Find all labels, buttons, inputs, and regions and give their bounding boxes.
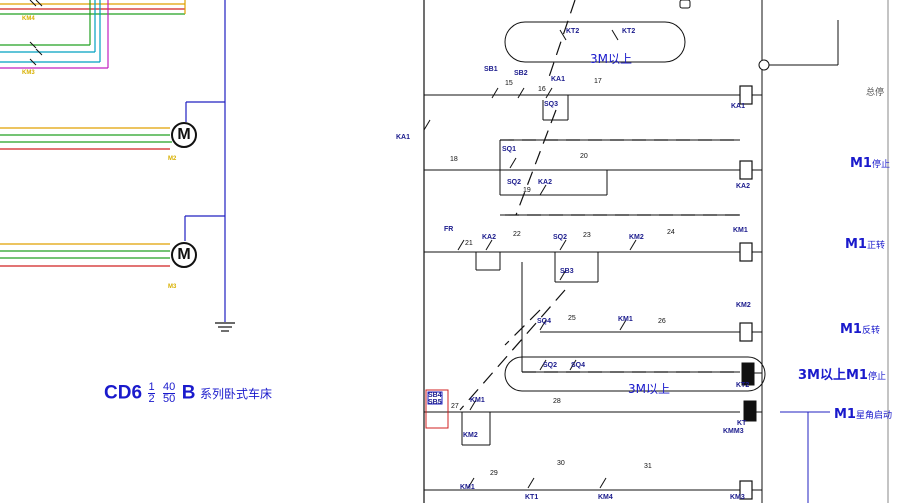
tag-kt2-coil: KT2 (736, 382, 750, 389)
wire-29: 29 (490, 470, 498, 477)
tag-sb5: SB5 (428, 399, 442, 406)
tag-kmm3: KMM3 (723, 428, 744, 435)
wire-20: 20 (580, 153, 588, 160)
tag-sb4: SB4 (428, 392, 442, 399)
wire-15: 15 (505, 80, 513, 87)
wire-26: 26 (658, 318, 666, 325)
tag-km1-c: KM1 (470, 397, 485, 404)
tag-sb2: SB2 (514, 70, 528, 77)
timer-coils (741, 362, 757, 422)
wire-17: 17 (594, 78, 602, 85)
feeder-lines-top (0, 0, 186, 69)
tag-ka1-left: KA1 (396, 134, 411, 141)
tag-kt2-left: KT2 (566, 28, 580, 35)
wire-28: 28 (553, 398, 561, 405)
wire-19: 19 (523, 187, 531, 194)
tag-kt-coil: KT (737, 420, 747, 427)
tag-km4: KM4 (598, 494, 613, 501)
tag-ka1-top: KA1 (551, 76, 566, 83)
tag-ka2-b: KA2 (482, 234, 497, 241)
wire-21: 21 (465, 240, 473, 247)
coils (739, 85, 753, 500)
rungs (424, 94, 762, 491)
tag-km2-a: KM2 (629, 234, 644, 241)
tag-km2-coil: KM2 (736, 302, 751, 309)
ground-bus (184, 0, 226, 322)
wire-22: 22 (513, 231, 521, 238)
wire-16: 16 (538, 86, 546, 93)
wire-18: 18 (450, 156, 458, 163)
motor-m2-symbol: M (171, 122, 197, 148)
title-series: B (181, 382, 196, 404)
func-total-stop: 总停 (866, 88, 885, 98)
motor-m3-symbol: M (171, 242, 197, 268)
contact-marks-left (29, 0, 43, 66)
timer-label-top: 3M以上 (590, 52, 632, 66)
wire-27: 27 (451, 403, 459, 410)
tag-sb1: SB1 (484, 66, 498, 73)
wire-31: 31 (644, 463, 652, 470)
tag-km1-coil: KM1 (733, 227, 748, 234)
func-m1-stop: M1停止 (850, 156, 890, 171)
tag-kt2-right: KT2 (622, 28, 636, 35)
thermal-relay-box (425, 389, 449, 429)
label-km4: KM4 (22, 16, 35, 22)
tag-ka1-coil: KA1 (731, 103, 746, 110)
timer-enclosures (504, 0, 766, 392)
motor-m2-wires (0, 127, 172, 150)
wire-30: 30 (557, 460, 565, 467)
func-m1-reverse: M1反转 (840, 322, 880, 337)
tag-kt1: KT1 (525, 494, 539, 501)
tag-ka2-contact: KA2 (538, 179, 553, 186)
tag-ka2-coil: KA2 (736, 183, 751, 190)
motor-m2-label: M2 (168, 156, 177, 162)
wire-23: 23 (583, 232, 591, 239)
ground-symbol (215, 322, 235, 332)
func-m1-star-delta: M1星角启动 (834, 407, 892, 422)
func-m1-forward: M1正转 (845, 237, 885, 252)
timer-label-bottom: 3M以上 (628, 382, 670, 396)
motor-m3-label: M3 (168, 284, 177, 290)
tag-km2-c: KM2 (463, 432, 478, 439)
tag-sq4-b: SQ4 (571, 362, 586, 369)
contacts (423, 29, 637, 489)
tag-km1-b: KM1 (618, 316, 633, 323)
title-model: CD6 (104, 382, 143, 404)
label-km3: KM3 (22, 70, 35, 76)
dashed-links (459, 0, 740, 411)
wire-25: 25 (568, 315, 576, 322)
wire-24: 24 (667, 229, 675, 236)
title-caption: 系列卧式车床 (199, 387, 272, 401)
tag-fr: FR (444, 226, 454, 233)
tag-sq2: SQ2 (507, 179, 522, 186)
motor-m3-wires (0, 243, 170, 267)
tag-sq2-b: SQ2 (553, 234, 568, 241)
func-m1-stop-3m: 3M以上M1停止 (798, 368, 886, 383)
tag-sb3: SB3 (560, 268, 574, 275)
tag-km1-d: KM1 (460, 484, 475, 491)
tag-km3: KM3 (730, 494, 745, 501)
tag-sq3: SQ3 (544, 101, 559, 108)
tag-sq4: SQ4 (537, 318, 552, 325)
tag-sq1: SQ1 (502, 146, 517, 153)
tag-sq2-c: SQ2 (543, 362, 558, 369)
